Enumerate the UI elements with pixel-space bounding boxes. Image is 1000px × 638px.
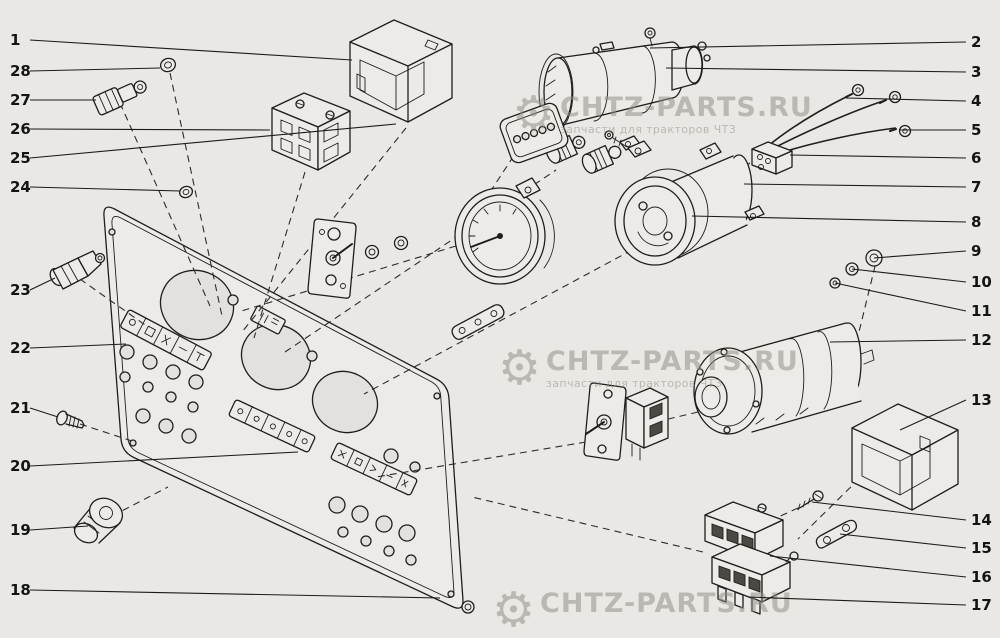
- dimmer-switch: [583, 382, 669, 461]
- plug-connector: [49, 250, 106, 290]
- mounting-strip: [451, 304, 505, 340]
- screw-21: [56, 410, 85, 429]
- relay-body: [604, 130, 765, 266]
- instrument-panel: [103, 206, 475, 614]
- panel-grommet: [461, 600, 475, 614]
- terminal-block-upper: [271, 92, 351, 171]
- cover-bracket-top: [349, 19, 453, 123]
- lower-motor: [693, 322, 875, 435]
- screw-14: [797, 490, 824, 511]
- wiring-harness: [751, 83, 912, 175]
- indicator-strip: [120, 309, 212, 371]
- panel-holes: [108, 228, 455, 598]
- terminal-block-lower: [704, 501, 799, 615]
- fuse-holder: [92, 80, 147, 116]
- toggle-switch-small: [307, 218, 357, 299]
- indicator-strip: [228, 399, 316, 453]
- indicator-strip: [330, 442, 418, 496]
- gauge: [454, 177, 555, 285]
- indicator-window: [250, 305, 286, 335]
- bulb-sockets: [545, 134, 641, 174]
- washer-ring-28: [159, 57, 177, 73]
- cover-bracket-lower: [851, 403, 959, 511]
- upper-motor: [499, 27, 711, 164]
- hex-nuts: [364, 235, 409, 260]
- panel-lamp: [73, 497, 124, 544]
- washer-ring-24: [178, 185, 194, 199]
- clip-bracket-15: [815, 519, 858, 549]
- connector-plate: [499, 102, 569, 164]
